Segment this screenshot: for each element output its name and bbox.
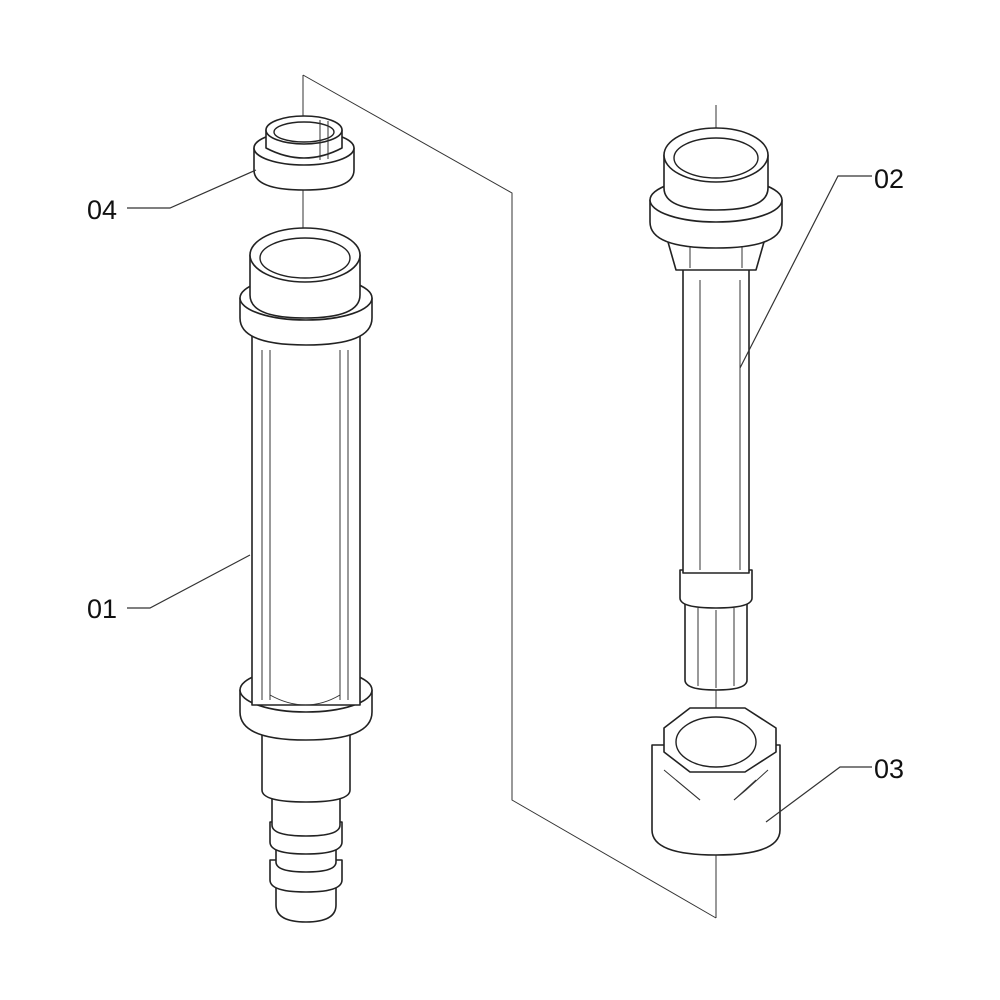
leader-line-01	[127, 554, 251, 609]
part-03-nut	[651, 707, 781, 856]
part-01-housing	[239, 227, 373, 923]
assembly-path-line	[302, 74, 717, 919]
callout-02: 02	[874, 164, 904, 194]
callout-03: 03	[874, 754, 904, 784]
leader-line-04	[127, 169, 257, 209]
callout-04: 04	[87, 195, 117, 225]
part-04-ring	[253, 115, 355, 191]
leader-line-02	[739, 175, 872, 369]
leader-line-03	[765, 766, 872, 823]
callout-01: 01	[87, 594, 117, 624]
part-02-spindle	[649, 127, 783, 691]
